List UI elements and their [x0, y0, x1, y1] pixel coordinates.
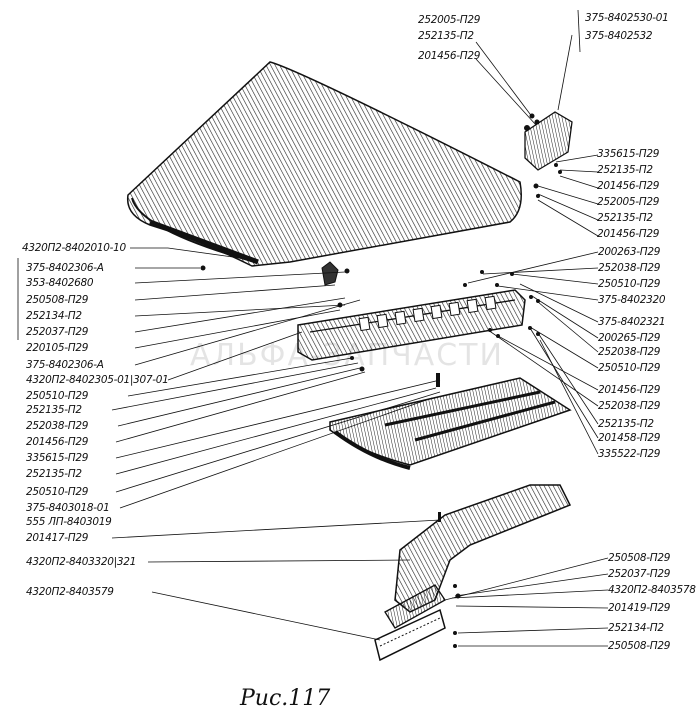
watermark: АЛЬФА-ЗАПЧАСТИ — [190, 338, 504, 373]
part-label: 335615-П29 — [26, 452, 89, 464]
platform-board — [329, 377, 572, 470]
part-label: 375-8402320 — [598, 294, 666, 306]
part-label: 250508-П29 — [608, 640, 671, 652]
part-label: 555 ЛП-8403019 — [26, 516, 112, 528]
part-label: 201458-П29 — [598, 432, 661, 444]
part-label: 353-8402680 — [26, 277, 94, 289]
part-label: 250510-П29 — [598, 278, 661, 290]
part-label: 250510-П29 — [598, 362, 661, 374]
part-label: 252005-П29 — [597, 196, 660, 208]
part-label: 335522-П29 — [598, 448, 661, 460]
part-label: 375-8403018-01 — [26, 502, 110, 514]
part-label: 250508-П29 — [608, 552, 671, 564]
leader-lines — [17, 9, 609, 647]
part-label: 4320П2-8403578 — [608, 584, 696, 596]
part-label: 375-8402530-01 — [585, 12, 669, 24]
part-label: 252134-П2 — [608, 622, 664, 634]
part-label: 201456-П29 — [597, 180, 660, 192]
part-label: 375-8402306-А — [26, 262, 104, 274]
part-label: 201419-П29 — [608, 602, 671, 614]
mudguard-rail — [297, 289, 526, 361]
part-label: 250508-П29 — [26, 294, 89, 306]
part-label: 200265-П29 — [598, 332, 661, 344]
fender-panel — [126, 61, 522, 267]
part-label: 252038-П29 — [598, 262, 661, 274]
part-label: 252135-П2 — [418, 30, 474, 42]
part-label: 4320П2-8403320|321 — [26, 556, 137, 568]
part-label: 252135-П2 — [598, 418, 654, 430]
part-label: 375-8402532 — [585, 30, 653, 42]
part-label: 4320П2-8402305-01|307-01 — [26, 374, 169, 386]
support-bracket — [321, 261, 339, 286]
part-label: 252135-П2 — [26, 404, 82, 416]
bracket-part — [524, 111, 573, 171]
part-label: 4320П2-8402010-10 — [22, 242, 126, 254]
part-label: 252135-П2 — [597, 164, 653, 176]
part-label: 252037-П29 — [26, 326, 89, 338]
part-label: 252135-П2 — [26, 468, 82, 480]
figure-caption: Рис.117 — [240, 686, 331, 711]
part-label: 250510-П29 — [26, 486, 89, 498]
step-plate — [374, 608, 446, 662]
part-label: 252005-П29 — [418, 14, 481, 26]
part-label: 201456-П29 — [597, 228, 660, 240]
part-label: 201456-П29 — [418, 50, 481, 62]
part-label: 252037-П29 — [608, 568, 671, 580]
part-label: 252038-П29 — [26, 420, 89, 432]
part-label: 220105-П29 — [26, 342, 89, 354]
part-label: 375-8402306-А — [26, 359, 104, 371]
part-label: 252134-П2 — [26, 310, 82, 322]
part-label: 201456-П29 — [598, 384, 661, 396]
part-label: 252135-П2 — [597, 212, 653, 224]
part-label: 375-8402321 — [598, 316, 666, 328]
part-label: 252038-П29 — [598, 346, 661, 358]
part-label: 250510-П29 — [26, 390, 89, 402]
part-label: 201417-П29 — [26, 532, 89, 544]
part-label: 200263-П29 — [598, 246, 661, 258]
part-label: 252038-П29 — [598, 400, 661, 412]
part-label: 335615-П29 — [597, 148, 660, 160]
step-frame — [384, 484, 572, 629]
part-label: 201456-П29 — [26, 436, 89, 448]
part-label: 4320П2-8403579 — [26, 586, 114, 598]
